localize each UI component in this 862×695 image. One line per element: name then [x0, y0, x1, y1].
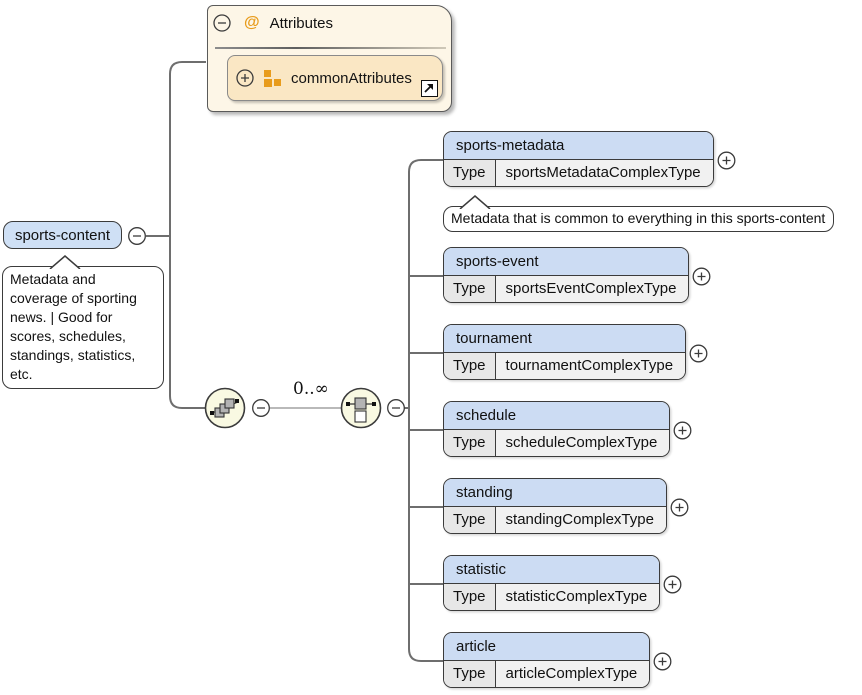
type-label: Type — [444, 276, 496, 302]
attributes-header: @ Attributes — [208, 6, 451, 40]
cardinality-label: 0..∞ — [293, 379, 329, 399]
element-box[interactable]: schedule Type scheduleComplexType — [443, 401, 671, 457]
root-annotation-callout: Metadata and coverage of sporting news. … — [2, 255, 164, 389]
sequence-compositor-icon[interactable] — [204, 387, 246, 429]
root-annotation-text: Metadata and coverage of sporting news. … — [2, 266, 164, 389]
element-name: sports-event — [444, 248, 689, 275]
element-box[interactable]: sports-metadata Type sportsMetadataCompl… — [443, 131, 714, 187]
element-name: statistic — [444, 556, 660, 583]
element-name: tournament — [444, 325, 686, 352]
choice-collapse-toggle[interactable] — [387, 399, 405, 417]
type-value: articleComplexType — [495, 661, 650, 687]
element-box[interactable]: statistic Type statisticComplexType — [443, 555, 661, 611]
type-label: Type — [444, 160, 496, 186]
element-tournament: tournament Type tournamentComplexType — [443, 324, 708, 380]
expand-toggle[interactable] — [692, 267, 711, 286]
element-sports-metadata: sports-metadata Type sportsMetadataCompl… — [443, 131, 736, 187]
at-symbol-icon: @ — [244, 14, 260, 31]
type-label: Type — [444, 584, 496, 610]
element-box[interactable]: article Type articleComplexType — [443, 632, 651, 688]
expand-toggle[interactable] — [673, 421, 692, 440]
attributes-collapse-toggle[interactable] — [213, 14, 231, 32]
expand-toggle[interactable] — [670, 498, 689, 517]
element-article: article Type articleComplexType — [443, 632, 672, 688]
choice-compositor-icon[interactable] — [340, 387, 382, 429]
attribute-group-commonAttributes[interactable]: commonAttributes — [227, 55, 443, 101]
element-name: sports-metadata — [444, 132, 713, 159]
element-statistic: statistic Type statisticComplexType — [443, 555, 682, 611]
element-sports-event: sports-event Type sportsEventComplexType — [443, 247, 711, 303]
element-name: article — [444, 633, 650, 660]
type-label: Type — [444, 353, 496, 379]
element-standing: standing Type standingComplexType — [443, 478, 689, 534]
branch-article — [408, 408, 443, 662]
expand-toggle[interactable] — [689, 344, 708, 363]
sports-metadata-annotation-callout: Metadata that is common to everything in… — [443, 195, 835, 232]
type-label: Type — [444, 507, 496, 533]
element-name: schedule — [444, 402, 670, 429]
sports-metadata-annotation-text: Metadata that is common to everything in… — [443, 206, 835, 232]
type-value: standingComplexType — [495, 507, 666, 533]
element-schedule: schedule Type scheduleComplexType — [443, 401, 692, 457]
attributes-title: Attributes — [269, 14, 333, 32]
common-attributes-label: commonAttributes — [291, 69, 412, 87]
type-value: scheduleComplexType — [495, 430, 670, 456]
root-collapse-toggle[interactable] — [128, 227, 146, 245]
attribute-group-icon — [264, 70, 281, 87]
type-value: statisticComplexType — [495, 584, 660, 610]
type-label: Type — [444, 430, 496, 456]
expand-toggle[interactable] — [653, 652, 672, 671]
branch-sports-metadata — [408, 159, 443, 408]
element-box[interactable]: tournament Type tournamentComplexType — [443, 324, 687, 380]
type-value: sportsEventComplexType — [495, 276, 689, 302]
callout-pointer — [49, 255, 81, 269]
attributes-panel[interactable]: @ Attributes commonAttributes — [207, 5, 452, 112]
sequence-collapse-toggle[interactable] — [252, 399, 270, 417]
common-attributes-expand-toggle[interactable] — [236, 69, 254, 87]
type-label: Type — [444, 661, 496, 687]
connector-sequence — [169, 236, 205, 409]
jump-to-definition-icon[interactable] — [421, 80, 438, 97]
type-value: tournamentComplexType — [495, 353, 686, 379]
element-box[interactable]: sports-event Type sportsEventComplexType — [443, 247, 690, 303]
element-name: standing — [444, 479, 666, 506]
root-element-sports-content[interactable]: sports-content — [3, 221, 122, 249]
type-value: sportsMetadataComplexType — [495, 160, 713, 186]
expand-toggle[interactable] — [717, 151, 736, 170]
element-box[interactable]: standing Type standingComplexType — [443, 478, 667, 534]
expand-toggle[interactable] — [663, 575, 682, 594]
connector-attributes — [169, 61, 206, 236]
attributes-divider — [215, 47, 446, 49]
callout-pointer — [459, 195, 491, 209]
